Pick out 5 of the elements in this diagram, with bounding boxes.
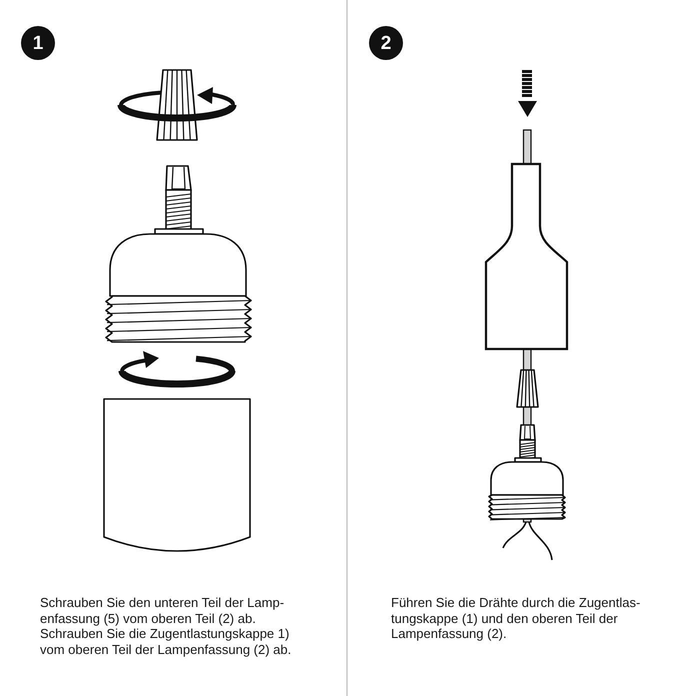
instruction-text: Führen Sie die Drähte durch die Zugentlas- tungskappe (1) und den oberen Teil der Lampenfassung (2). (391, 595, 642, 642)
step-number: 2 (369, 26, 403, 60)
instruction-text: Schrauben Sie die Zugentlastungskappe 1) vom oberen Teil der Lampenfassung (2) ab. (40, 626, 292, 657)
step-number: 1 (21, 26, 55, 60)
instruction-text: Schrauben Sie den unteren Teil der Lamp- enfassung (5) vom oberen Teil (2) ab. (40, 595, 286, 626)
